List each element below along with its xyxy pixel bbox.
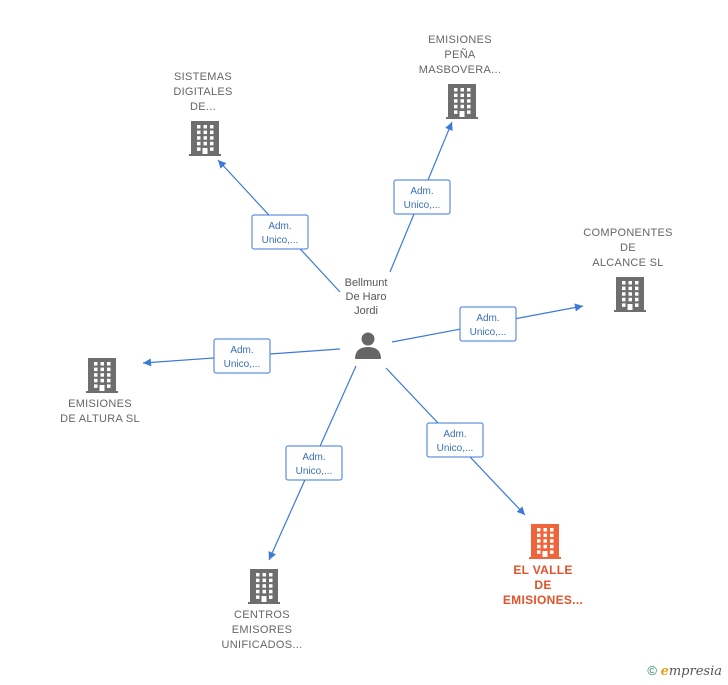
company-name-line: EMISIONES... [502, 593, 584, 607]
company-name-line: COMPONENTES [583, 227, 673, 239]
person-name-line: Jordi [354, 305, 378, 317]
person-name-line: Bellmunt [344, 277, 388, 289]
company-name-line: UNIFICADOS... [221, 639, 303, 651]
arrowhead-icon [268, 551, 276, 560]
role-text: Unico,... [224, 359, 261, 370]
building-icon[interactable] [189, 121, 221, 156]
building-icon[interactable] [248, 569, 280, 604]
company-name[interactable]: EMISIONES DE ALTURA SL [60, 397, 140, 427]
role-text: Adm. [443, 429, 466, 440]
company-name-line: DIGITALES [173, 86, 233, 98]
role-label[interactable]: Adm. Unico,... [426, 422, 484, 458]
person-name[interactable]: Bellmunt De Haro Jordi [345, 276, 388, 318]
company-name-line: EL VALLE [513, 563, 573, 577]
role-label[interactable]: Adm. Unico,... [459, 306, 517, 342]
company-name-line: CENTROS [234, 609, 290, 621]
nodes-layer [86, 84, 646, 604]
role-text: Adm. [268, 221, 291, 232]
company-name-line: EMISORES [231, 624, 293, 636]
footer-brand: © empresia [647, 663, 722, 679]
role-label[interactable]: Adm. Unico,... [285, 445, 343, 481]
copyright-symbol: © [647, 663, 657, 678]
role-text: Adm. [410, 186, 433, 197]
role-text: Adm. [302, 452, 325, 463]
company-name[interactable]: EMISIONES PEÑA MASBOVERA... [419, 33, 501, 78]
arrowhead-icon [218, 160, 227, 169]
company-name-line: DE ALTURA SL [60, 413, 140, 425]
role-label[interactable]: Adm. Unico,... [393, 179, 451, 215]
company-name-line: MASBOVERA... [418, 64, 502, 76]
role-text: Unico,... [437, 443, 474, 454]
company-name-line: DE... [190, 101, 216, 113]
company-name[interactable]: COMPONENTES DE ALCANCE SL [583, 226, 672, 271]
role-label[interactable]: Adm. Unico,... [213, 338, 271, 374]
company-name-line: PEÑA [444, 49, 476, 61]
roles-layer: Adm.Unico,...Adm.Unico,...Adm.Unico,...A… [213, 179, 517, 481]
role-text: Unico,... [470, 327, 507, 338]
company-name-line: EMISIONES [68, 398, 132, 410]
role-text: Unico,... [296, 466, 333, 477]
brand-logo: empresia [660, 664, 722, 679]
role-text: Unico,... [262, 235, 299, 246]
person-name-line: De Haro [345, 291, 387, 303]
company-name[interactable]: CENTROS EMISORES UNIFICADOS... [222, 608, 303, 653]
company-name-line: EMISIONES [428, 34, 492, 46]
role-text: Adm. [230, 345, 253, 356]
building-icon[interactable] [86, 358, 118, 393]
company-name-line: DE [534, 578, 552, 592]
arrowhead-icon [516, 506, 525, 515]
person-icon[interactable] [355, 332, 381, 360]
building-icon[interactable] [529, 524, 561, 559]
arrowhead-icon [445, 122, 453, 131]
company-name-line: ALCANCE SL [592, 257, 664, 269]
building-icon[interactable] [446, 84, 478, 119]
company-name-line: SISTEMAS [173, 71, 233, 83]
company-name[interactable]: SISTEMAS DIGITALES DE... [173, 70, 232, 115]
arrowhead-icon [574, 303, 583, 312]
company-name-line: DE [620, 242, 636, 254]
role-text: Adm. [476, 313, 499, 324]
role-text: Unico,... [404, 200, 441, 211]
role-label[interactable]: Adm. Unico,... [251, 214, 309, 250]
arrowhead-icon [143, 358, 152, 367]
building-icon[interactable] [614, 277, 646, 312]
